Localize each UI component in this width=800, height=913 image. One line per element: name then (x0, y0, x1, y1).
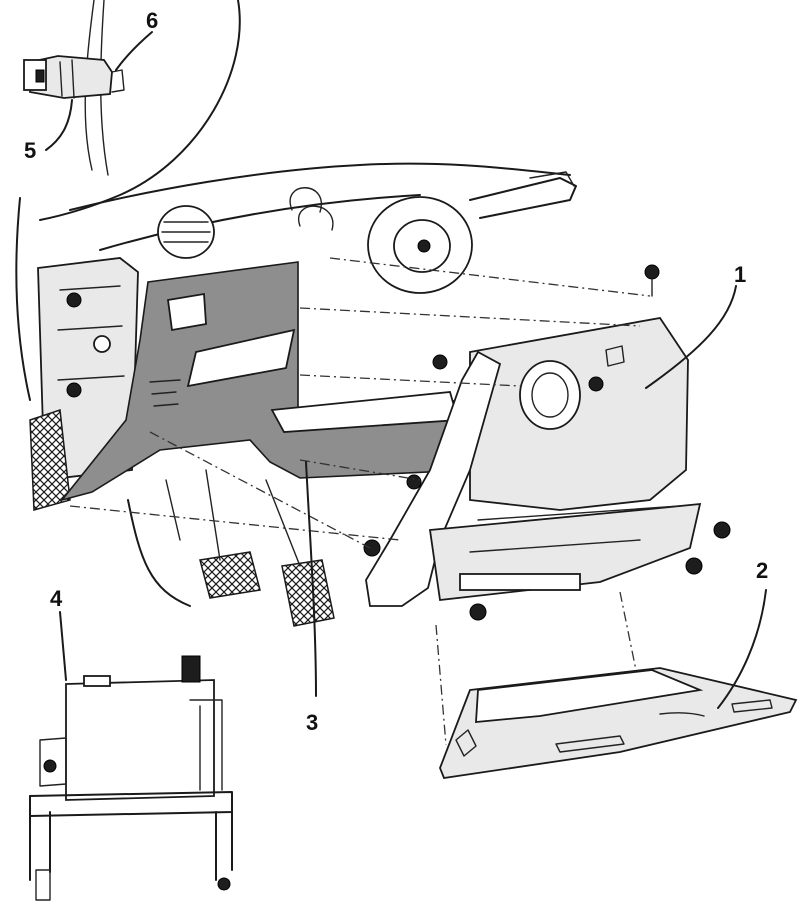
air-vent (157, 205, 215, 259)
callout-1: 1 (734, 262, 746, 287)
glovebox-inset (29, 655, 233, 901)
assembly-lines (69, 257, 651, 746)
dashboard-assembly (15, 162, 731, 746)
pedals (127, 469, 335, 627)
glovebox-lid (439, 667, 798, 779)
callout-4: 4 (50, 586, 63, 611)
steering-column (367, 171, 577, 294)
lower-trim-panel (59, 261, 471, 502)
callout-2: 2 (756, 558, 768, 583)
leader-lines (45, 31, 767, 709)
detail-circle-clip (23, 0, 241, 221)
dash-panel (469, 317, 689, 511)
callout-6: 6 (146, 8, 158, 33)
callout-5: 5 (24, 138, 36, 163)
glovebox-frame (363, 264, 731, 621)
callout-3: 3 (306, 710, 318, 735)
